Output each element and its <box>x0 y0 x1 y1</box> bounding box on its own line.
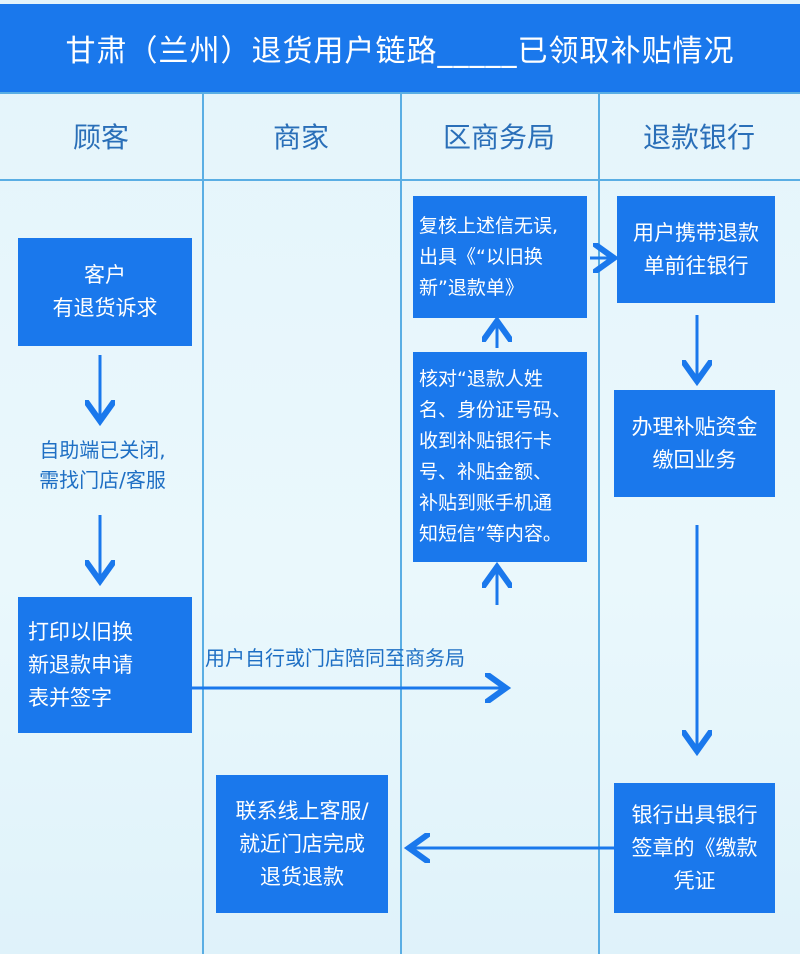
label-to-bureau: 用户自行或门店陪同至商务局 <box>205 646 465 670</box>
step-self-service-closed: 自助端已关闭, 需找门店/客服 <box>39 438 166 492</box>
lane-divider <box>598 92 600 954</box>
step-customer-request: 客户 有退货诉求 <box>18 238 192 346</box>
lane-header-bank: 退款银行 <box>642 121 755 154</box>
step-handle-recovery: 办理补贴资金 缴回业务 <box>614 390 775 497</box>
step-bank-voucher: 银行出具银行 签章的《缴款 凭证 <box>614 783 775 913</box>
lane-header-bureau: 区商务局 <box>442 121 555 154</box>
step-print-form: 打印以旧换 新退款申请 表并签字 <box>18 597 192 733</box>
lane-header-merchant: 商家 <box>272 121 329 154</box>
step-verify-info: 核对“退款人姓 名、身份证号码、 收到补贴银行卡 号、补贴金额、 补贴到账手机通… <box>413 352 587 562</box>
step-issue-slip: 复核上述信无误, 出具《“以旧换 新”退款单》 <box>413 196 587 318</box>
lane-divider <box>400 92 402 954</box>
lane-divider <box>202 92 204 954</box>
lane-header-customer: 顾客 <box>72 121 129 154</box>
step-complete-return: 联系线上客服/ 就近门店完成 退货退款 <box>216 775 388 913</box>
step-go-to-bank: 用户携带退款 单前往银行 <box>617 196 775 303</box>
diagram-title: 甘肃（兰州）退货用户链路_____已领取补贴情况 <box>0 4 800 92</box>
